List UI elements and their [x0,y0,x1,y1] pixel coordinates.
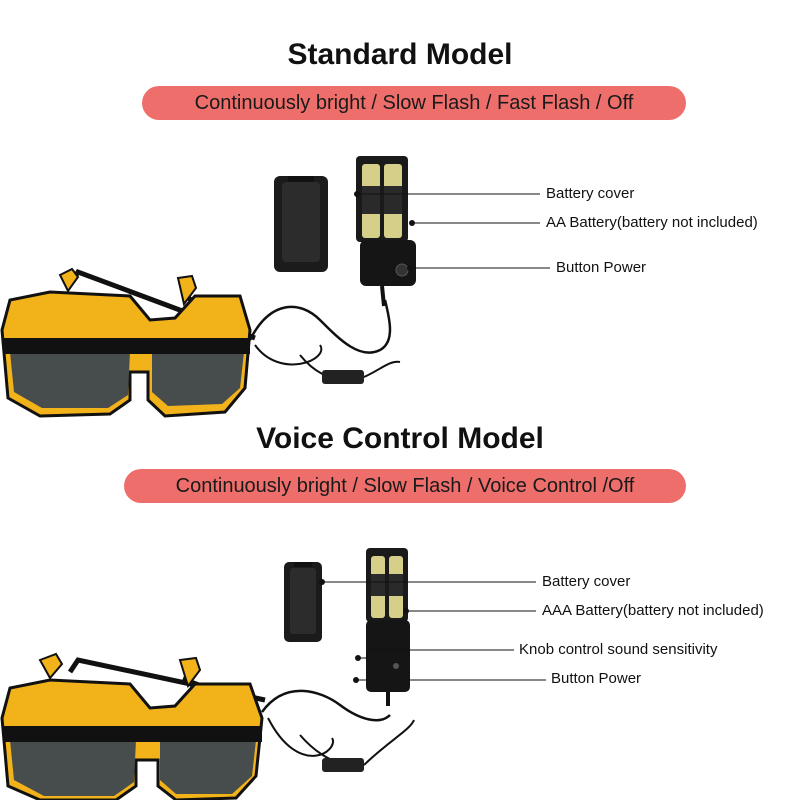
voice-button-power-label: Button Power [551,670,642,687]
voice-glasses-image [0,652,266,800]
voice-battery-cover-image [284,562,322,642]
standard-battery-label: AA Battery(battery not included) [546,214,758,231]
standard-leader-lines [354,191,550,271]
voice-knob-label: Knob control sound sensitivity [519,641,718,658]
voice-model-title: Voice Control Model [256,422,544,455]
standard-battery-cover-image [274,176,328,272]
standard-battery-cover-label: Battery cover [546,185,635,202]
voice-battery-label: AAA Battery(battery not included) [542,602,764,619]
standard-model-title: Standard Model [287,38,513,71]
voice-battery-box-image [366,548,410,706]
standard-connector [322,370,364,384]
voice-connector [322,758,364,772]
voice-battery-cover-label: Battery cover [542,573,631,590]
voice-modes-pill: Continuously bright / Slow Flash / Voice… [124,469,686,503]
standard-battery-box-image [356,156,416,307]
standard-glasses-image [0,267,256,418]
standard-modes-pill: Continuously bright / Slow Flash / Fast … [142,86,686,120]
standard-button-power-label: Button Power [556,259,647,276]
voice-leader-lines [319,579,546,683]
